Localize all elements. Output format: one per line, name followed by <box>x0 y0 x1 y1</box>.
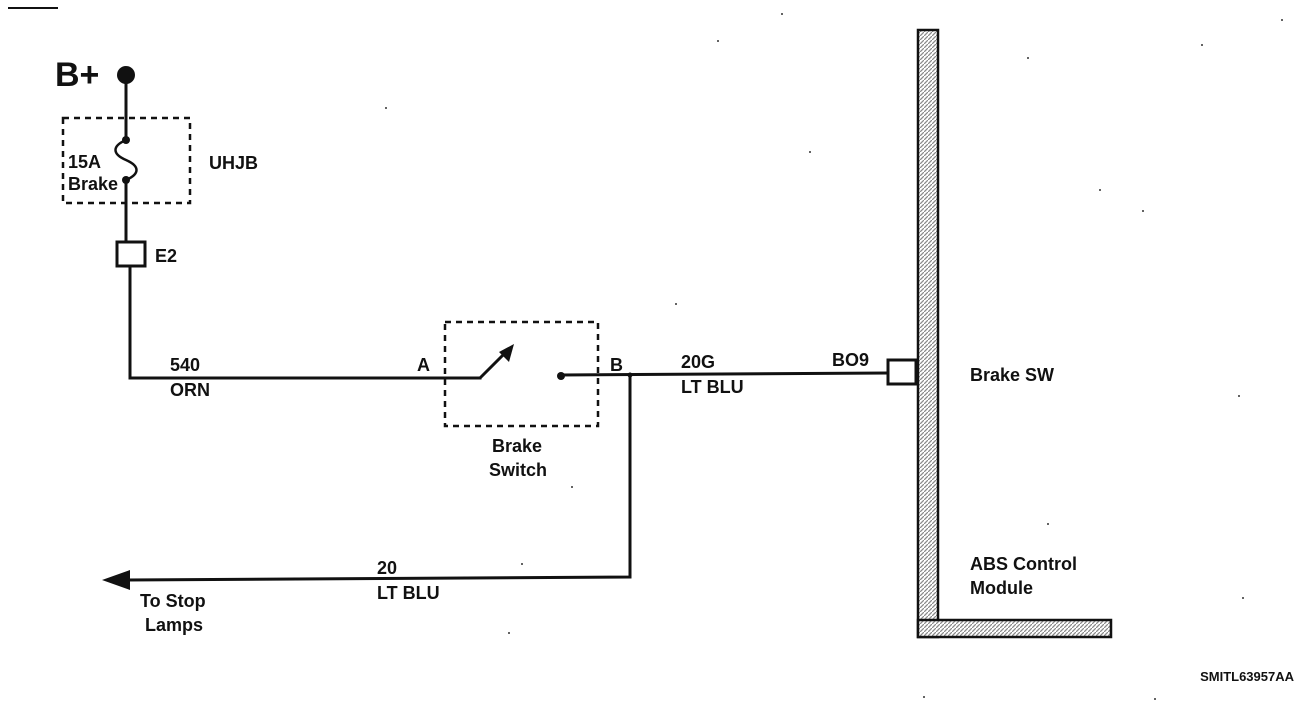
switch-pin-a: A <box>417 355 430 375</box>
wire-20g-circuit: 20G <box>681 352 715 372</box>
module-body-horizontal <box>916 618 1113 639</box>
wire-20-color: LT BLU <box>377 583 440 603</box>
figure-code: SMITL63957AA <box>1200 669 1295 684</box>
module-pin-name: Brake SW <box>970 365 1054 385</box>
destination-line1: To Stop <box>140 591 206 611</box>
connector-bo9-label: BO9 <box>832 350 869 370</box>
module-body-vertical <box>916 28 940 639</box>
brake-switch-outline <box>443 320 600 428</box>
to-stop-lamps-arrow-icon <box>102 570 130 590</box>
wire-20-circuit: 20 <box>377 558 397 578</box>
switch-name-line2: Switch <box>489 460 547 480</box>
wire-540 <box>128 264 482 380</box>
wire-20g <box>559 371 890 377</box>
wire-540-circuit: 540 <box>170 355 200 375</box>
scan-speckles <box>385 13 1283 700</box>
connector-e2-label: E2 <box>155 246 177 266</box>
switch-blade-arrow-icon <box>499 344 514 362</box>
switch-pin-b: B <box>610 355 623 375</box>
fuse-box-name: UHJB <box>209 153 258 173</box>
module-name-line1: ABS Control <box>970 554 1077 574</box>
fuse-name: Brake <box>68 174 118 194</box>
connector-bo9 <box>886 358 918 386</box>
destination-line2: Lamps <box>145 615 203 635</box>
module-body-joint <box>920 622 936 635</box>
wire-20 <box>124 373 632 582</box>
module-name-line2: Module <box>970 578 1033 598</box>
wire-540-color: ORN <box>170 380 210 400</box>
power-label: B+ <box>55 56 99 94</box>
switch-name-line1: Brake <box>492 436 542 456</box>
fuse-rating: 15A <box>68 152 101 172</box>
wire-20g-color: LT BLU <box>681 377 744 397</box>
fuse-icon <box>114 138 138 182</box>
connector-e2 <box>115 240 147 268</box>
